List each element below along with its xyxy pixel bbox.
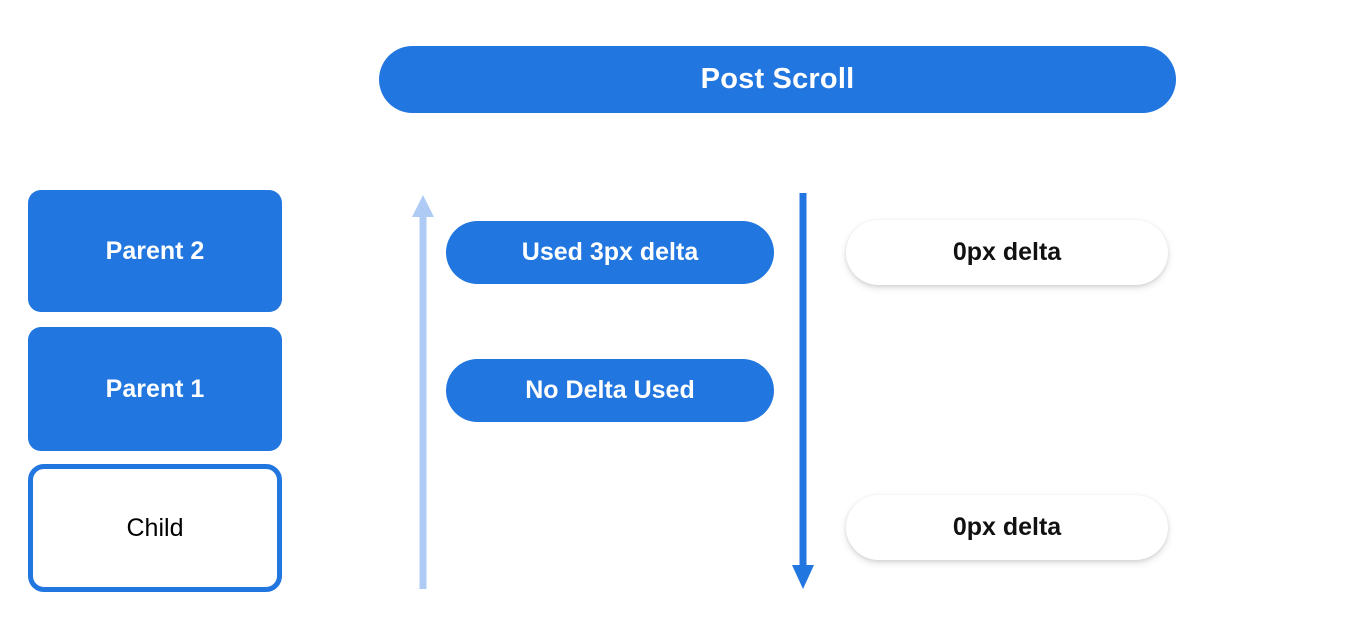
delta-consumed-label-parent-2: Used 3px delta bbox=[521, 238, 699, 266]
delta-consumed-pill-parent-2: Used 3px delta bbox=[446, 221, 774, 284]
node-box-parent-2: Parent 2 bbox=[28, 190, 282, 312]
title-banner-label: Post Scroll bbox=[700, 63, 855, 95]
node-box-parent-1: Parent 1 bbox=[28, 327, 282, 451]
delta-remaining-label-bottom: 0px delta bbox=[952, 513, 1062, 541]
delta-remaining-pill-top: 0px delta bbox=[846, 220, 1168, 285]
scroll-chain-down-arrow bbox=[792, 193, 814, 589]
delta-remaining-pill-bottom: 0px delta bbox=[846, 495, 1168, 560]
delta-consumed-label-parent-1: No Delta Used bbox=[525, 376, 695, 404]
node-label-child: Child bbox=[126, 513, 184, 542]
delta-consumed-pill-parent-1: No Delta Used bbox=[446, 359, 774, 422]
scroll-chain-up-arrow bbox=[412, 195, 434, 589]
delta-remaining-label-top: 0px delta bbox=[952, 238, 1062, 266]
node-label-parent-1: Parent 1 bbox=[105, 374, 205, 403]
node-label-parent-2: Parent 2 bbox=[105, 236, 205, 265]
title-banner: Post Scroll bbox=[379, 46, 1176, 113]
node-box-child: Child bbox=[28, 464, 282, 592]
